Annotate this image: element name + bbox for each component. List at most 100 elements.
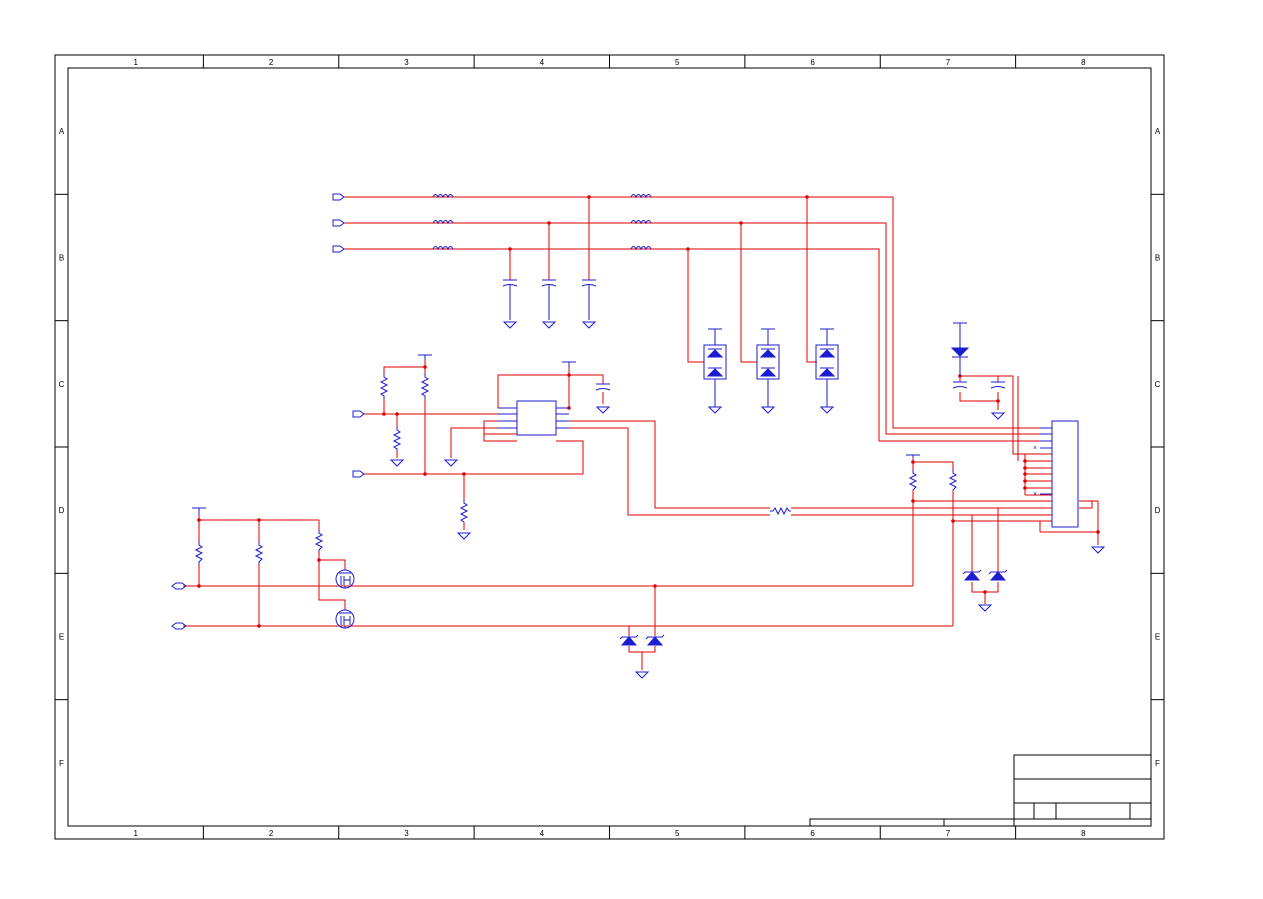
ground-symbol <box>581 321 597 329</box>
column-label-top: 4 <box>540 58 545 67</box>
mosfet-symbol <box>335 609 355 629</box>
row-label-right: D <box>1155 506 1161 515</box>
row-label-right: C <box>1155 380 1161 389</box>
inductor-symbol <box>630 246 652 251</box>
connector-symbol: × × <box>1033 420 1079 528</box>
no-connect-mark: × <box>1033 491 1037 498</box>
capacitor-symbols <box>502 279 1006 391</box>
junction-dots <box>197 195 1100 628</box>
column-label-bottom: 1 <box>133 829 138 838</box>
column-label-bottom: 7 <box>946 829 951 838</box>
mosfet-symbols <box>335 569 355 629</box>
diode-symbols <box>619 347 1008 646</box>
power-rail-symbol <box>953 322 967 348</box>
capacitor-symbol <box>581 279 597 320</box>
input-port-symbol <box>352 410 365 418</box>
column-label-top: 5 <box>675 58 680 67</box>
ground-symbol <box>595 406 611 414</box>
column-label-top: 3 <box>404 58 409 67</box>
column-label-bottom: 4 <box>540 829 545 838</box>
diode-symbol <box>950 347 970 376</box>
ic-chip-symbol <box>498 400 569 436</box>
no-connect-mark: × <box>1033 445 1037 452</box>
column-label-top: 7 <box>946 58 951 67</box>
ground-symbol <box>1090 546 1106 554</box>
row-label-left: A <box>59 127 65 136</box>
resistor-symbol <box>948 470 958 491</box>
ground-symbol <box>502 321 518 329</box>
column-label-bottom: 8 <box>1081 829 1086 838</box>
input-port-symbol <box>332 245 345 253</box>
power-rail-symbols <box>192 322 967 515</box>
ground-symbol <box>541 321 557 329</box>
inductor-symbol <box>630 194 652 199</box>
row-label-right: F <box>1155 759 1160 768</box>
bidirectional-port-symbol <box>171 622 187 630</box>
ground-symbol <box>819 406 835 414</box>
input-port-symbols <box>171 193 365 630</box>
resistor-symbol <box>420 374 430 399</box>
bidirectional-port-symbol <box>171 582 187 590</box>
power-rail-symbol <box>708 328 722 345</box>
column-label-top: 6 <box>810 58 815 67</box>
row-label-left: F <box>59 759 64 768</box>
resistor-symbol <box>392 427 402 451</box>
power-rail-symbol <box>418 354 432 360</box>
capacitor-symbol <box>502 279 518 320</box>
resistor-symbol <box>314 530 324 552</box>
mosfet-symbol <box>335 569 355 589</box>
column-label-bottom: 5 <box>675 829 680 838</box>
title-block <box>809 754 1152 827</box>
wiring <box>183 196 1099 670</box>
inductor-symbol <box>432 220 454 225</box>
capacitor-symbol <box>595 383 611 391</box>
row-label-left: C <box>59 380 65 389</box>
row-label-left: B <box>59 254 64 263</box>
zener-diode-symbol <box>619 634 639 646</box>
resistor-symbol <box>770 506 791 516</box>
capacitor-symbol <box>990 381 1006 389</box>
capacitor-symbol <box>952 381 968 389</box>
resistor-symbols <box>194 374 958 564</box>
tvs-diode-arrays <box>703 344 839 407</box>
tvs-array-symbol <box>703 344 727 407</box>
row-label-left: E <box>59 633 64 642</box>
inductor-symbol <box>432 194 454 199</box>
zener-diode-symbol <box>962 569 982 581</box>
tvs-array-symbol <box>756 344 780 407</box>
input-port-symbol <box>352 470 365 478</box>
tvs-array-symbol <box>815 344 839 407</box>
ground-symbols <box>389 321 1106 679</box>
power-rail-symbol <box>761 328 775 345</box>
column-label-bottom: 6 <box>810 829 815 838</box>
column-label-bottom: 3 <box>404 829 409 838</box>
resistor-symbol <box>254 542 264 564</box>
column-label-top: 8 <box>1081 58 1086 67</box>
column-zone-ruler-bottom: 1 2 3 4 5 6 7 8 <box>133 826 1086 839</box>
ground-symbol <box>707 406 723 414</box>
inductor-symbol <box>432 246 454 251</box>
ground-symbol <box>634 671 650 679</box>
power-rail-symbol <box>906 454 920 458</box>
power-rail-symbol <box>562 361 576 367</box>
ground-symbol <box>443 459 459 467</box>
column-label-top: 2 <box>269 58 274 67</box>
capacitor-symbol <box>541 279 557 320</box>
ground-symbol <box>977 604 993 612</box>
inductor-symbol <box>630 220 652 225</box>
zener-diode-symbol <box>988 569 1008 581</box>
column-label-bottom: 2 <box>269 829 274 838</box>
ground-symbol <box>456 532 472 540</box>
ground-symbol <box>990 412 1006 420</box>
ground-symbol <box>389 459 405 467</box>
power-rail-symbol <box>192 507 206 515</box>
inductor-symbols <box>432 194 652 251</box>
zener-diode-symbol <box>645 634 665 646</box>
row-label-right: E <box>1155 633 1160 642</box>
column-label-top: 1 <box>133 58 138 67</box>
row-label-right: B <box>1155 254 1160 263</box>
